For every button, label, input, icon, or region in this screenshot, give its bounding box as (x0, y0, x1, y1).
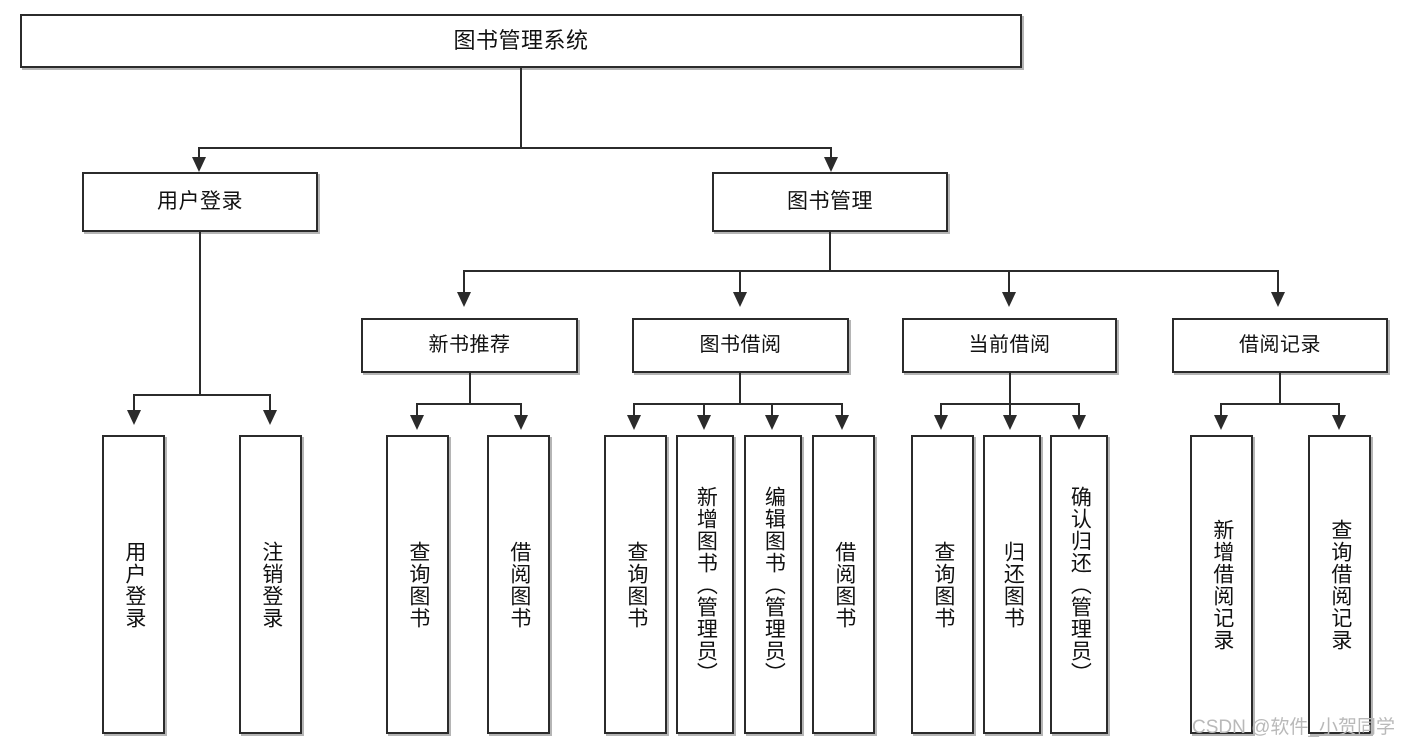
node-label: 图书管理系统 (453, 28, 589, 54)
connector-user-login-stem (199, 232, 201, 396)
node-new-book-recommend[interactable]: 新书推荐 (361, 318, 578, 373)
node-label: 查询图书 (624, 540, 648, 629)
node-library-management-system[interactable]: 图书管理系统 (20, 14, 1022, 68)
connector-bb-drop-1 (633, 403, 635, 421)
node-label: 注销登录 (259, 540, 283, 629)
connector-bm-drop-borrow-record (1277, 270, 1279, 298)
connector-br-drop-1 (1220, 403, 1222, 421)
node-current-borrow[interactable]: 当前借阅 (902, 318, 1117, 373)
arrow-root-to-book-management (824, 157, 838, 172)
arrow-root-to-user-login (192, 157, 206, 172)
node-label: 借阅记录 (1239, 334, 1321, 356)
arrow-user-login-leaf-1 (127, 410, 141, 425)
arrow-br-leaf-2 (1332, 415, 1346, 430)
connector-bb-drop-2 (703, 403, 705, 421)
connector-br-drop-2 (1338, 403, 1340, 421)
csdn-watermark: CSDN @软件_小贺同学 (1192, 717, 1395, 738)
connector-cb-drop-1 (940, 403, 942, 421)
connector-bb-stem (739, 373, 741, 405)
connector-cb-stem (1009, 373, 1011, 405)
node-label: 查询借阅记录 (1328, 518, 1352, 651)
arrow-br-leaf-1 (1214, 415, 1228, 430)
arrow-bm-to-book-borrow (733, 292, 747, 307)
connector-br-stem (1279, 373, 1281, 405)
leaf-br-add-record[interactable]: 新增借阅记录 (1190, 435, 1253, 734)
connector-bm-drop-book-borrow (739, 270, 741, 298)
node-label: 当前借阅 (968, 334, 1051, 356)
arrow-cb-leaf-3 (1072, 415, 1086, 430)
leaf-bb-query-book[interactable]: 查询图书 (604, 435, 667, 734)
connector-root-to-book-management (830, 147, 832, 165)
arrow-bb-leaf-3 (765, 415, 779, 430)
connector-root-stem (520, 68, 522, 148)
leaf-nbr-borrow-book[interactable]: 借阅图书 (487, 435, 550, 734)
connector-br-bus (1220, 403, 1340, 405)
node-borrow-record[interactable]: 借阅记录 (1172, 318, 1388, 373)
leaf-logout-login[interactable]: 注销登录 (239, 435, 302, 734)
arrow-bm-to-current-borrow (1002, 292, 1016, 307)
node-label: 新书推荐 (428, 334, 511, 356)
leaf-cb-query-book[interactable]: 查询图书 (911, 435, 974, 734)
connector-cb-drop-2 (1009, 403, 1011, 421)
connector-bb-drop-4 (841, 403, 843, 421)
node-label: 新增图书（管理员） (694, 485, 718, 684)
connector-user-login-bus (133, 394, 271, 396)
node-book-management[interactable]: 图书管理 (712, 172, 948, 232)
node-label: 新增借阅记录 (1210, 518, 1234, 651)
connector-nbr-stem (469, 373, 471, 405)
connector-bb-drop-3 (771, 403, 773, 421)
connector-bm-drop-current-borrow (1008, 270, 1010, 298)
node-label: 借阅图书 (832, 540, 856, 629)
arrow-bb-leaf-4 (835, 415, 849, 430)
node-label: 图书借阅 (699, 334, 782, 356)
connector-nbr-bus (416, 403, 522, 405)
connector-bb-bus (633, 403, 843, 405)
leaf-br-query-record[interactable]: 查询借阅记录 (1308, 435, 1371, 734)
connector-nbr-drop-1 (416, 403, 418, 421)
arrow-bb-leaf-1 (627, 415, 641, 430)
leaf-bb-borrow-book[interactable]: 借阅图书 (812, 435, 875, 734)
node-label: 确认归还（管理员） (1068, 485, 1092, 684)
arrow-bm-to-new-book-recommend (457, 292, 471, 307)
node-label: 编辑图书（管理员） (762, 485, 786, 684)
node-label: 查询图书 (931, 540, 955, 629)
connector-book-management-bus (463, 270, 1277, 272)
connector-cb-drop-3 (1078, 403, 1080, 421)
connector-book-management-stem (829, 232, 831, 272)
node-user-login[interactable]: 用户登录 (82, 172, 318, 232)
node-label: 图书管理 (787, 189, 873, 213)
leaf-cb-confirm-return-admin[interactable]: 确认归还（管理员） (1050, 435, 1108, 734)
connector-user-login-drop-2 (269, 394, 271, 416)
node-label: 用户登录 (157, 189, 243, 213)
node-label: 借阅图书 (507, 540, 531, 629)
leaf-bb-add-book-admin[interactable]: 新增图书（管理员） (676, 435, 734, 734)
leaf-nbr-query-book[interactable]: 查询图书 (386, 435, 449, 734)
arrow-nbr-leaf-1 (410, 415, 424, 430)
arrow-bm-to-borrow-record (1271, 292, 1285, 307)
connector-user-login-drop-1 (133, 394, 135, 416)
connector-bm-drop-new-book (463, 270, 465, 298)
arrow-bb-leaf-2 (697, 415, 711, 430)
connector-nbr-drop-2 (520, 403, 522, 421)
leaf-bb-edit-book-admin[interactable]: 编辑图书（管理员） (744, 435, 802, 734)
leaf-user-login[interactable]: 用户登录 (102, 435, 165, 734)
node-book-borrow[interactable]: 图书借阅 (632, 318, 849, 373)
node-label: 用户登录 (122, 540, 146, 629)
arrow-user-login-leaf-2 (263, 410, 277, 425)
connector-root-bus (198, 147, 832, 149)
arrow-cb-leaf-2 (1003, 415, 1017, 430)
connector-root-to-user-login (198, 147, 200, 165)
leaf-cb-return-book[interactable]: 归还图书 (983, 435, 1041, 734)
node-label: 查询图书 (406, 540, 430, 629)
arrow-cb-leaf-1 (934, 415, 948, 430)
arrow-nbr-leaf-2 (514, 415, 528, 430)
node-label: 归还图书 (1001, 540, 1025, 629)
